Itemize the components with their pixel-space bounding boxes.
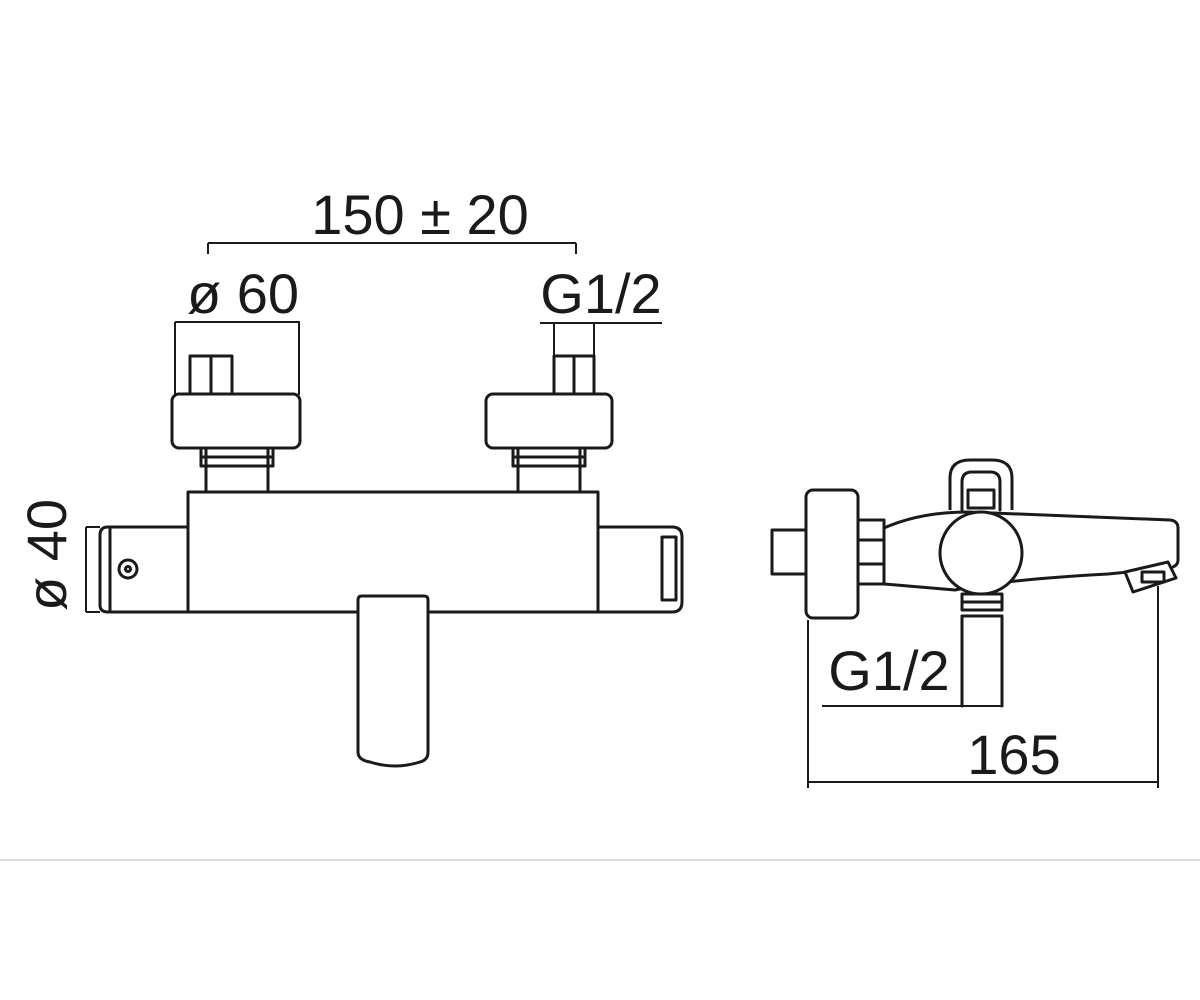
side-hex-nut <box>856 518 886 586</box>
dim-center-distance: 150 ± 20 <box>207 183 577 254</box>
dim-body-diameter: ø 40 <box>15 499 100 613</box>
left-end-cap <box>98 525 190 614</box>
right-inlet <box>484 354 614 494</box>
label-inlet-thread-side: G1/2 <box>828 639 949 702</box>
side-bottom-outlet <box>960 592 1004 708</box>
side-rear-stub <box>770 528 810 576</box>
side-aerator <box>1123 560 1178 594</box>
dim-inlet-thread-front: G1/2 <box>540 262 662 357</box>
cap-screw <box>117 558 139 580</box>
label-handle-diameter: ø 60 <box>187 262 299 325</box>
side-round-body <box>938 510 1024 596</box>
label-body-diameter: ø 40 <box>15 499 78 611</box>
front-spout <box>356 594 430 768</box>
left-inlet <box>170 354 302 494</box>
label-inlet-thread-front: G1/2 <box>540 262 661 325</box>
side-wall-disc <box>804 488 860 620</box>
dim-depth: 165 <box>807 586 1159 788</box>
label-center-distance: 150 ± 20 <box>311 183 529 246</box>
side-view: G1/2 165 <box>770 458 1180 788</box>
dim-handle-diameter: ø 60 <box>174 262 300 395</box>
dim-inlet-thread-side: G1/2 <box>822 639 1002 707</box>
right-end-cap <box>596 525 684 614</box>
label-depth: 165 <box>967 723 1060 786</box>
front-body <box>186 490 600 614</box>
front-view: 150 ± 20 ø 60 G1/2 ø 40 <box>15 183 684 768</box>
